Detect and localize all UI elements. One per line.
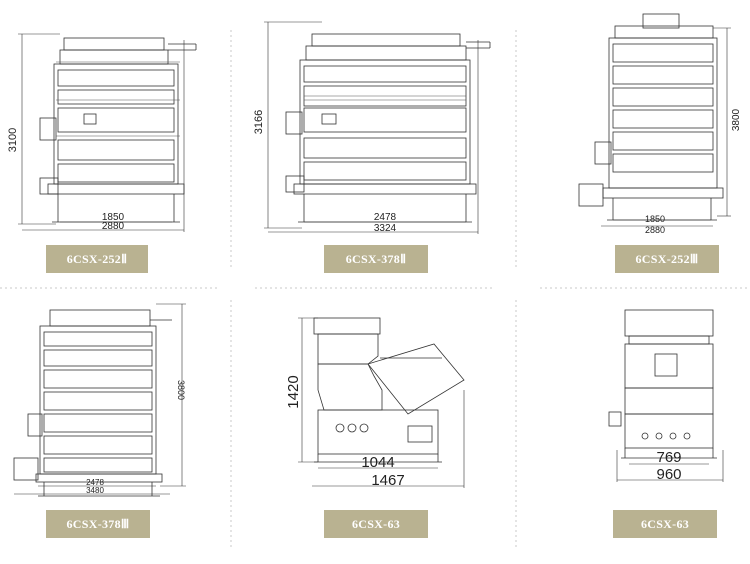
outer-width-dimension-2: 3324 xyxy=(374,223,397,234)
model-label-4: 6CSX-378Ⅲ xyxy=(46,510,150,538)
inner-width-dimension-4: 2478 xyxy=(86,478,104,487)
model-label-6: 6CSX-63 xyxy=(613,510,717,538)
inner-width-dimension-1: 1850 xyxy=(102,212,125,223)
outer-width-dimension-5: 1467 xyxy=(371,472,404,489)
inner-width-dimension-6: 769 xyxy=(656,449,681,466)
height-dimension-5: 1420 xyxy=(285,375,302,408)
inner-width-dimension-3: 1850 xyxy=(645,214,665,224)
machine-card-4: 3800 2478 3480 6CSX-378Ⅲ xyxy=(0,290,230,564)
outer-width-dimension-4: 3480 xyxy=(86,486,104,495)
height-dimension-2: 3166 xyxy=(253,110,265,134)
outer-width-dimension-6: 960 xyxy=(656,466,681,483)
machine-card-1: 3100 1850 2880 6CSX-252Ⅱ xyxy=(0,0,230,285)
machine-drawing-3: 3800 1850 2880 xyxy=(578,13,742,235)
machine-card-2: 3166 2478 3324 6CSX-378Ⅱ xyxy=(232,0,516,285)
machine-drawing-6: 769 960 xyxy=(608,309,724,483)
model-label-2: 6CSX-378Ⅱ xyxy=(324,245,428,273)
machine-card-3: 3800 1850 2880 6CSX-252Ⅲ xyxy=(517,0,750,285)
machine-drawing-5: 1420 1044 1467 xyxy=(285,317,465,489)
height-dimension-1: 3100 xyxy=(7,128,19,152)
outer-width-dimension-3: 2880 xyxy=(645,225,665,235)
model-label-1: 6CSX-252Ⅱ xyxy=(46,245,148,273)
machine-drawing-2: 3166 2478 3324 xyxy=(253,21,491,234)
machine-card-5: 1420 1044 1467 6CSX-63 xyxy=(232,290,516,564)
height-dimension-3: 3800 xyxy=(731,108,742,131)
machine-drawing-4: 3800 2478 3480 xyxy=(13,303,186,497)
outer-width-dimension-1: 2880 xyxy=(102,221,125,232)
inner-width-dimension-5: 1044 xyxy=(361,454,394,471)
model-label-5: 6CSX-63 xyxy=(324,510,428,538)
model-label-3: 6CSX-252Ⅲ xyxy=(615,245,719,273)
inner-width-dimension-2: 2478 xyxy=(374,212,397,223)
height-dimension-4: 3800 xyxy=(176,380,186,400)
machine-drawing-1: 3100 1850 2880 xyxy=(7,33,197,232)
machine-card-6: 769 960 6CSX-63 xyxy=(517,290,750,564)
